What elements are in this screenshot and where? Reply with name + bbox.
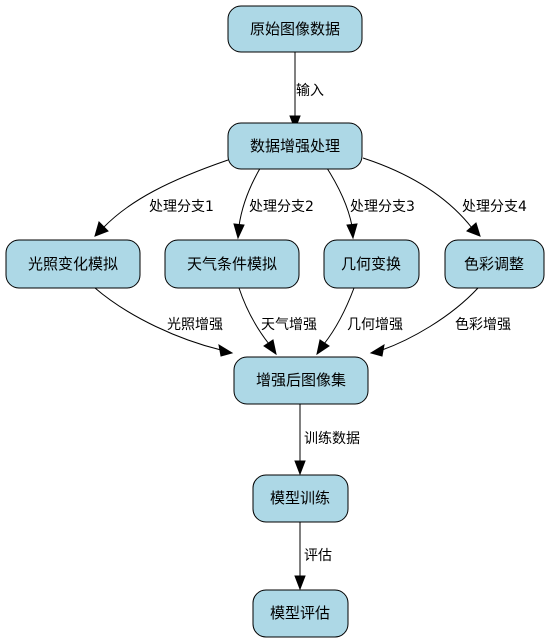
node-color-label: 色彩调整 [464,255,524,273]
edge-label-weather-enh: 天气增强 [261,317,317,333]
node-raw-label: 原始图像数据 [250,20,340,38]
edge-aug-to-color [362,157,481,237]
edge-label-branch1: 处理分支1 [149,199,214,215]
edge-label-evaluate: 评估 [304,548,332,564]
node-light-label: 光照变化模拟 [28,255,118,273]
edge-train-to-eval [294,522,306,591]
edge-light-to-set [94,287,234,357]
node-geometric-transform: 几何变换 [323,239,420,289]
edge-geo-to-set [316,287,355,356]
edge-label-train-data: 训练数据 [304,431,360,447]
node-model-training: 模型训练 [252,474,349,523]
edge-color-to-set [369,287,479,357]
edge-label-branch4: 处理分支4 [462,199,527,215]
node-data-augmentation: 数据增强处理 [227,122,363,170]
edge-weather-to-set [238,287,277,356]
edge-label-geo-enh: 几何增强 [347,317,403,333]
node-train-label: 模型训练 [270,489,330,507]
edge-label-branch2: 处理分支2 [249,199,314,215]
node-geo-label: 几何变换 [341,255,401,273]
node-light-simulation: 光照变化模拟 [5,239,141,289]
node-color-adjust: 色彩调整 [444,239,545,289]
node-eval-label: 模型评估 [270,604,330,622]
node-model-evaluation: 模型评估 [252,589,349,638]
edge-aug-to-weather [233,164,263,240]
edge-aug-to-geo [324,164,358,240]
edge-label-color-enh: 色彩增强 [455,316,511,333]
edge-set-to-train [294,404,306,476]
node-raw-image-data: 原始图像数据 [227,5,363,53]
node-aug-label: 数据增强处理 [250,137,340,155]
edge-label-input: 输入 [296,83,324,99]
edge-label-branch3: 处理分支3 [350,199,415,215]
edge-label-light-enh: 光照增强 [167,317,223,333]
node-weather-label: 天气条件模拟 [187,255,277,273]
node-set-label: 增强后图像集 [256,371,346,389]
node-augmented-image-set: 增强后图像集 [233,356,369,405]
edge-aug-to-light [94,159,229,237]
node-weather-simulation: 天气条件模拟 [164,239,300,289]
